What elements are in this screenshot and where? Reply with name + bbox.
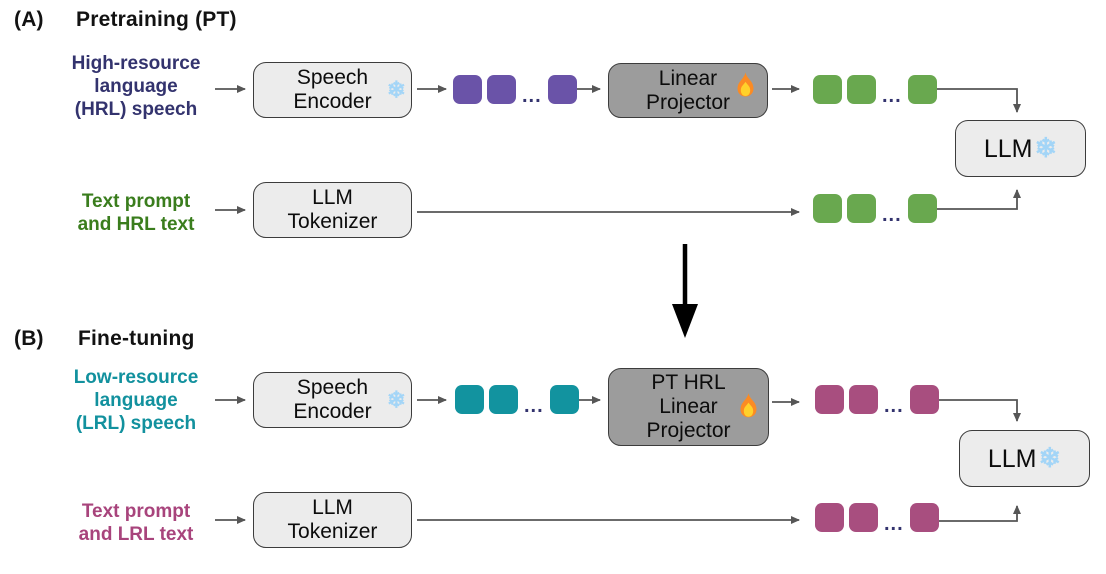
fire-icon bbox=[738, 393, 759, 424]
box-label-line: Encoder bbox=[293, 400, 372, 423]
label-line: (LRL) speech bbox=[75, 413, 197, 434]
token-square bbox=[487, 75, 516, 104]
lrl-text-input-label: Text prompt and LRL text bbox=[52, 500, 220, 546]
token-square bbox=[849, 503, 878, 532]
label-line: Text prompt bbox=[81, 501, 191, 522]
elbow-a-speech-tokens-to-llm bbox=[930, 88, 1021, 113]
text-tokens-b: ... bbox=[815, 503, 939, 535]
token-square bbox=[549, 385, 579, 414]
snowflake-icon: ❄ bbox=[386, 76, 406, 103]
token-square bbox=[907, 75, 937, 104]
token-square bbox=[489, 385, 518, 414]
label-line: and LRL text bbox=[78, 524, 194, 545]
section-a-label: (A) bbox=[14, 8, 44, 31]
box-label-line: Projector bbox=[645, 90, 731, 114]
ellipsis: ... bbox=[522, 85, 542, 107]
pt-hrl-linear-projector-box-b: PT HRL Linear Projector bbox=[608, 368, 769, 446]
label-line: Low-resource bbox=[73, 367, 199, 388]
lrl-speech-input-label: Low-resource language (LRL) speech bbox=[52, 366, 220, 435]
speech-encoder-box-a: Speech Encoder ❄ bbox=[253, 62, 412, 118]
hrl-speech-input-label: High-resource language (HRL) speech bbox=[52, 52, 220, 121]
projected-speech-tokens-a: ... bbox=[813, 75, 937, 107]
elbow-a-text-tokens-to-llm bbox=[930, 189, 1021, 210]
projected-speech-tokens-b: ... bbox=[815, 385, 939, 417]
section-b-label: (B) bbox=[14, 327, 44, 350]
token-square bbox=[847, 194, 876, 223]
hrl-text-input-label: Text prompt and HRL text bbox=[52, 190, 220, 236]
snowflake-icon: ❄ bbox=[1034, 133, 1058, 163]
token-square bbox=[909, 385, 939, 414]
box-label-line: Speech bbox=[296, 66, 369, 89]
token-square bbox=[909, 503, 939, 532]
box-label-line: Linear bbox=[659, 395, 718, 418]
box-label-line: Encoder bbox=[293, 90, 372, 113]
label-line: Text prompt bbox=[81, 191, 191, 212]
token-square bbox=[815, 503, 844, 532]
linear-projector-box-a: Linear Projector bbox=[608, 63, 768, 118]
box-label-line: LLM bbox=[312, 186, 353, 209]
llm-tokenizer-box-b: LLM Tokenizer bbox=[253, 492, 412, 548]
token-square bbox=[847, 75, 876, 104]
label-line: (HRL) speech bbox=[74, 99, 198, 120]
llm-label: LLM bbox=[987, 444, 1037, 473]
token-square bbox=[547, 75, 577, 104]
speech-encoder-box-b: Speech Encoder ❄ bbox=[253, 372, 412, 428]
token-square bbox=[907, 194, 937, 223]
ellipsis: ... bbox=[884, 395, 904, 417]
ellipsis: ... bbox=[882, 85, 902, 107]
lrl-speech-embedding-tokens: ... bbox=[455, 385, 579, 417]
box-label-line: Projector bbox=[646, 419, 731, 442]
token-square bbox=[849, 385, 878, 414]
label-line: language bbox=[94, 390, 178, 411]
box-label-line: Speech bbox=[296, 376, 369, 399]
box-label-line: PT HRL bbox=[651, 371, 726, 394]
label-line: language bbox=[94, 76, 178, 97]
label-line: High-resource bbox=[71, 53, 201, 74]
text-tokens-a: ... bbox=[813, 194, 937, 226]
pretraining-to-finetuning-arrow bbox=[672, 244, 698, 338]
llm-tokenizer-box-a: LLM Tokenizer bbox=[253, 182, 412, 238]
snowflake-icon: ❄ bbox=[386, 386, 406, 413]
token-square bbox=[453, 75, 482, 104]
elbow-b-speech-tokens-to-llm bbox=[932, 399, 1021, 422]
box-label-line: Tokenizer bbox=[287, 210, 378, 233]
token-square bbox=[813, 194, 842, 223]
label-line: and HRL text bbox=[77, 214, 195, 235]
token-square bbox=[813, 75, 842, 104]
llm-box-a: LLM ❄ bbox=[955, 120, 1086, 177]
ellipsis: ... bbox=[524, 395, 544, 417]
section-a-title: Pretraining (PT) bbox=[76, 8, 237, 31]
fire-icon bbox=[735, 72, 756, 103]
ellipsis: ... bbox=[882, 204, 902, 226]
hrl-speech-embedding-tokens: ... bbox=[453, 75, 577, 107]
ellipsis: ... bbox=[884, 513, 904, 535]
elbow-b-text-tokens-to-llm bbox=[932, 505, 1021, 522]
box-label-line: Tokenizer bbox=[287, 520, 378, 543]
llm-label: LLM bbox=[983, 134, 1033, 163]
token-square bbox=[455, 385, 484, 414]
box-label-line: LLM bbox=[312, 496, 353, 519]
token-square bbox=[815, 385, 844, 414]
llm-box-b: LLM ❄ bbox=[959, 430, 1090, 487]
section-b-title: Fine-tuning bbox=[78, 327, 195, 350]
box-label-line: Linear bbox=[658, 66, 718, 90]
snowflake-icon: ❄ bbox=[1038, 443, 1062, 473]
